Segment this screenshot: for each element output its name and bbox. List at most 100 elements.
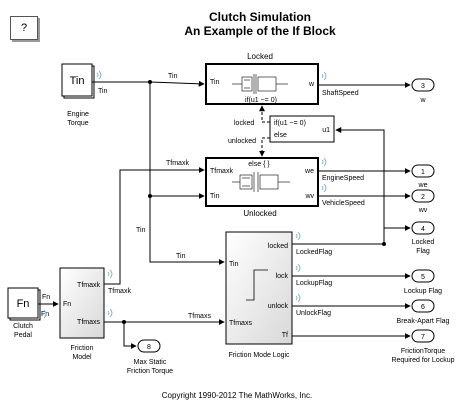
clutch-pedal-inner-label: Fn: [17, 298, 30, 310]
junction-dot: [148, 194, 152, 198]
clutch-pedal-block[interactable]: Fn: [7, 287, 41, 321]
wire-tfmaxs-out8: [123, 322, 137, 349]
clutch-pedal-port-label: Fn: [41, 311, 49, 318]
signal-log-icon: [295, 263, 301, 273]
unlocked-port-in2-label: Tin: [210, 193, 220, 200]
engine-torque-block[interactable]: Tin: [61, 63, 95, 99]
unlocked-subsystem-block[interactable]: [205, 157, 319, 207]
outport-8-label-line1: Max Static: [134, 359, 167, 366]
locked-condition-label: if(u1 ~= 0): [245, 97, 277, 104]
outport-4-label-line1: Locked: [412, 239, 435, 246]
unlocked-port-out1-label: we: [304, 168, 314, 175]
engine-torque-port-label: Tin: [98, 88, 108, 95]
signal-log-icon: [321, 71, 327, 81]
signal-logging-icons: [41, 70, 327, 319]
signal-lines: [38, 80, 411, 349]
outport-1-number: 1: [421, 169, 425, 176]
unlocked-port-in1-label: Tfmaxk: [210, 168, 233, 175]
outport-1-label: we: [418, 182, 428, 189]
signal-log-icon: [96, 70, 102, 80]
signal-label-tin-top: Tin: [168, 73, 178, 80]
step-icon: [246, 269, 268, 301]
signal-log-icon: [295, 293, 301, 303]
signal-label-locked: locked: [234, 120, 254, 127]
signal-label-tin-vertical: Tin: [136, 227, 146, 234]
fml-port-out1: locked: [268, 243, 288, 250]
signal-log-icon: [321, 157, 327, 167]
fml-port-out2: lock: [276, 273, 289, 280]
wire-action-locked: [259, 105, 270, 123]
locked-subsystem-block[interactable]: [205, 63, 319, 105]
signal-label-unlocked: unlocked: [228, 138, 256, 145]
signal-label-tfmaxk-out: Tfmaxk: [108, 288, 131, 295]
junction-dot: [148, 80, 152, 84]
signal-log-icon: [41, 309, 47, 319]
outport-3[interactable]: 3: [411, 78, 435, 92]
outport-6-label: Break-Apart Flag: [397, 318, 450, 325]
signal-label-lockupflag: LockupFlag: [296, 280, 332, 287]
locked-port-out-label: w: [308, 81, 315, 88]
outport-7[interactable]: 7: [411, 329, 435, 343]
outport-4-label-line2: Flag: [416, 248, 430, 255]
outport-6[interactable]: 6: [411, 299, 435, 313]
outport-7-label-line1: FrictionTorque: [401, 348, 445, 355]
fml-port-in2: Tfmaxs: [229, 320, 252, 327]
friction-model-caption-line1: Friction: [71, 345, 94, 352]
outport-8[interactable]: 8: [137, 339, 161, 353]
signal-log-icon: [107, 308, 113, 318]
signal-label-tfmaxk: Tfmaxk: [166, 160, 189, 167]
outport-3-label: w: [419, 97, 426, 104]
outport-7-number: 7: [421, 334, 425, 341]
friction-model-caption-line2: Model: [72, 354, 92, 361]
clutch-pedal-caption-line2: Pedal: [14, 332, 32, 339]
clutch-icon: [232, 74, 288, 94]
friction-mode-logic-block[interactable]: [225, 231, 293, 345]
wire-tin-locked: [92, 80, 205, 87]
signal-label-lockedflag: LockedFlag: [296, 249, 332, 256]
signal-label-tin-mid: Tin: [176, 253, 186, 260]
signal-label-fn: Fn: [42, 294, 50, 301]
fml-caption: Friction Mode Logic: [228, 352, 290, 359]
locked-port-in-label: Tin: [210, 79, 220, 86]
help-button[interactable]: ?: [10, 16, 38, 40]
outport-2-number: 2: [421, 194, 425, 201]
outport-4-number: 4: [421, 226, 425, 233]
friction-model-port-in: Fn: [63, 301, 71, 308]
if-block-port-in: u1: [322, 127, 330, 134]
if-block-line2: else: [274, 132, 287, 139]
if-block-line1: if(u1 ~= 0): [274, 120, 306, 127]
fml-port-out3: unlock: [268, 303, 289, 310]
fml-port-out4: Tf: [282, 332, 288, 339]
signal-label-enginespeed: EngineSpeed: [322, 175, 364, 182]
unlocked-port-out2-label: wv: [304, 193, 314, 200]
outport-4[interactable]: 4: [411, 221, 435, 235]
wire-tfmaxk: [104, 167, 205, 285]
wire-action-unlocked: [259, 137, 270, 157]
locked-subsystem-title: Locked: [247, 52, 273, 61]
clutch-icon: [232, 172, 290, 192]
outport-1[interactable]: 1: [411, 164, 435, 178]
signal-log-icon: [321, 183, 327, 193]
wire-lockedflag: [292, 225, 411, 245]
outport-6-number: 6: [421, 304, 425, 311]
clutch-pedal-caption-line1: Clutch: [13, 323, 33, 330]
friction-model-port-out2: Tfmaxs: [77, 319, 100, 326]
signal-label-tfmaxs-in: Tfmaxs: [188, 313, 211, 320]
unlocked-subsystem-title: Unlocked: [243, 209, 276, 218]
outport-8-label-line2: Friction Torque: [127, 368, 173, 375]
outport-2-label: wv: [418, 207, 428, 214]
signal-label-shaftspeed: ShaftSpeed: [322, 90, 359, 97]
outport-5-label: Lockup Flag: [404, 288, 442, 295]
wire-lockedflag-if: [335, 127, 385, 244]
fml-port-in1: Tin: [229, 261, 239, 268]
engine-torque-inner-label: Tin: [70, 75, 85, 87]
if-block[interactable]: [269, 115, 335, 143]
junction-dot: [122, 320, 126, 324]
friction-model-block[interactable]: [59, 267, 105, 339]
friction-model-port-out1: Tfmaxk: [77, 282, 100, 289]
outport-2[interactable]: 2: [411, 189, 435, 203]
action-lines: [259, 105, 270, 157]
outport-5[interactable]: 5: [411, 269, 435, 283]
engine-torque-caption-line2: Torque: [67, 120, 89, 127]
